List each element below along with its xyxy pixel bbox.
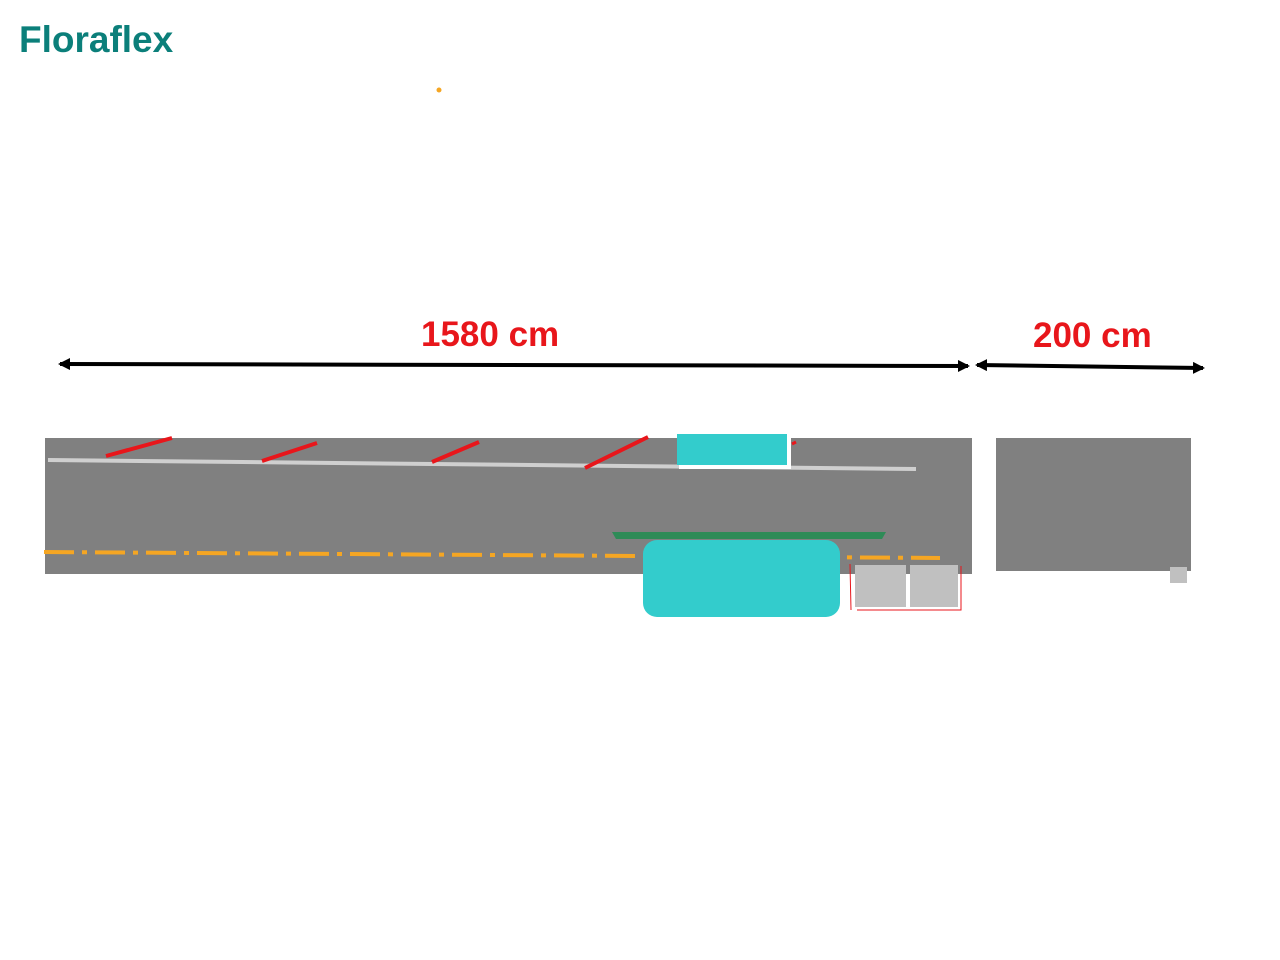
dash-dot-line [43, 550, 941, 560]
marker-2 [261, 441, 318, 463]
marker-3 [431, 440, 480, 464]
red-bracket-frame [857, 566, 962, 611]
box-left [855, 565, 906, 607]
green-bar [612, 532, 886, 539]
red-bracket [849, 563, 852, 611]
marker-1 [105, 436, 173, 458]
large-cyan-unit [643, 540, 840, 617]
side-length-label: 200 cm [1033, 316, 1152, 355]
main-length-label: 1580 cm [421, 315, 560, 354]
page-title: Floraflex [19, 19, 174, 60]
marker-4 [584, 435, 649, 470]
marker-5 [791, 440, 797, 446]
side-length-arrow [975, 359, 1205, 374]
stray-dot [436, 87, 442, 93]
side-bed-square [1170, 567, 1187, 583]
top-cyan-unit [677, 434, 787, 465]
box-right [910, 565, 958, 607]
main-length-arrow [58, 358, 970, 372]
side-bed [996, 438, 1191, 571]
